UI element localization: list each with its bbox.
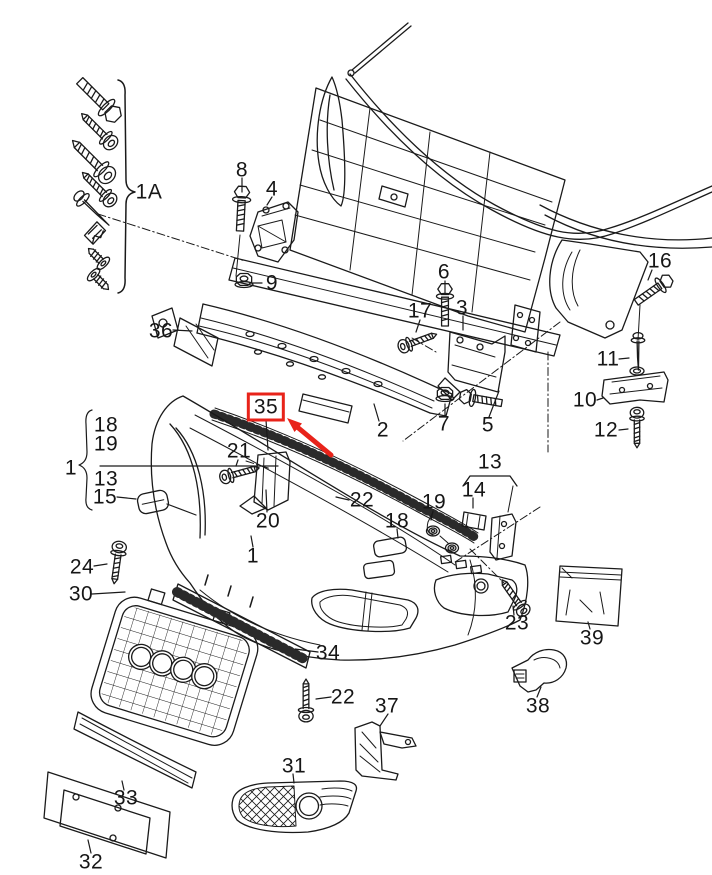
fog-light-grille — [232, 781, 356, 833]
small-parts — [136, 452, 517, 560]
impact-bar — [152, 304, 540, 543]
bracket-console-3 — [438, 332, 505, 400]
bracket-4 — [250, 202, 298, 262]
radiator-grille — [86, 581, 266, 751]
guide-bracket-10 — [602, 372, 668, 404]
hook-38 — [512, 649, 567, 692]
license-plate-bracket — [44, 772, 170, 858]
side-plate — [511, 305, 540, 352]
washer-cover-cap — [373, 536, 407, 557]
fog-recess-left — [312, 589, 418, 631]
pin-grommet-11 — [630, 305, 646, 375]
clip-14 — [462, 512, 486, 530]
leader-lines — [79, 178, 652, 853]
brace-1a — [118, 80, 135, 293]
highlight-arrow — [287, 418, 331, 455]
body-structure — [229, 23, 712, 356]
mid-fasteners — [230, 185, 677, 449]
parts-bag-39 — [556, 566, 622, 626]
lower-parts — [44, 539, 622, 858]
spoiler-strip-35 — [212, 408, 478, 543]
grommets-19 — [425, 512, 460, 554]
reference-lines — [98, 214, 560, 583]
trim-strip-34 — [173, 575, 310, 668]
bracket-36 — [152, 308, 218, 366]
bumper-cover — [151, 396, 527, 660]
fastener-kit-1a — [64, 72, 135, 296]
bracket-37 — [355, 722, 416, 780]
bracket-rail-13 — [490, 514, 516, 560]
filler-strip-33 — [74, 712, 196, 788]
audi-rings-icon — [126, 641, 220, 692]
cap-15 — [136, 489, 170, 515]
